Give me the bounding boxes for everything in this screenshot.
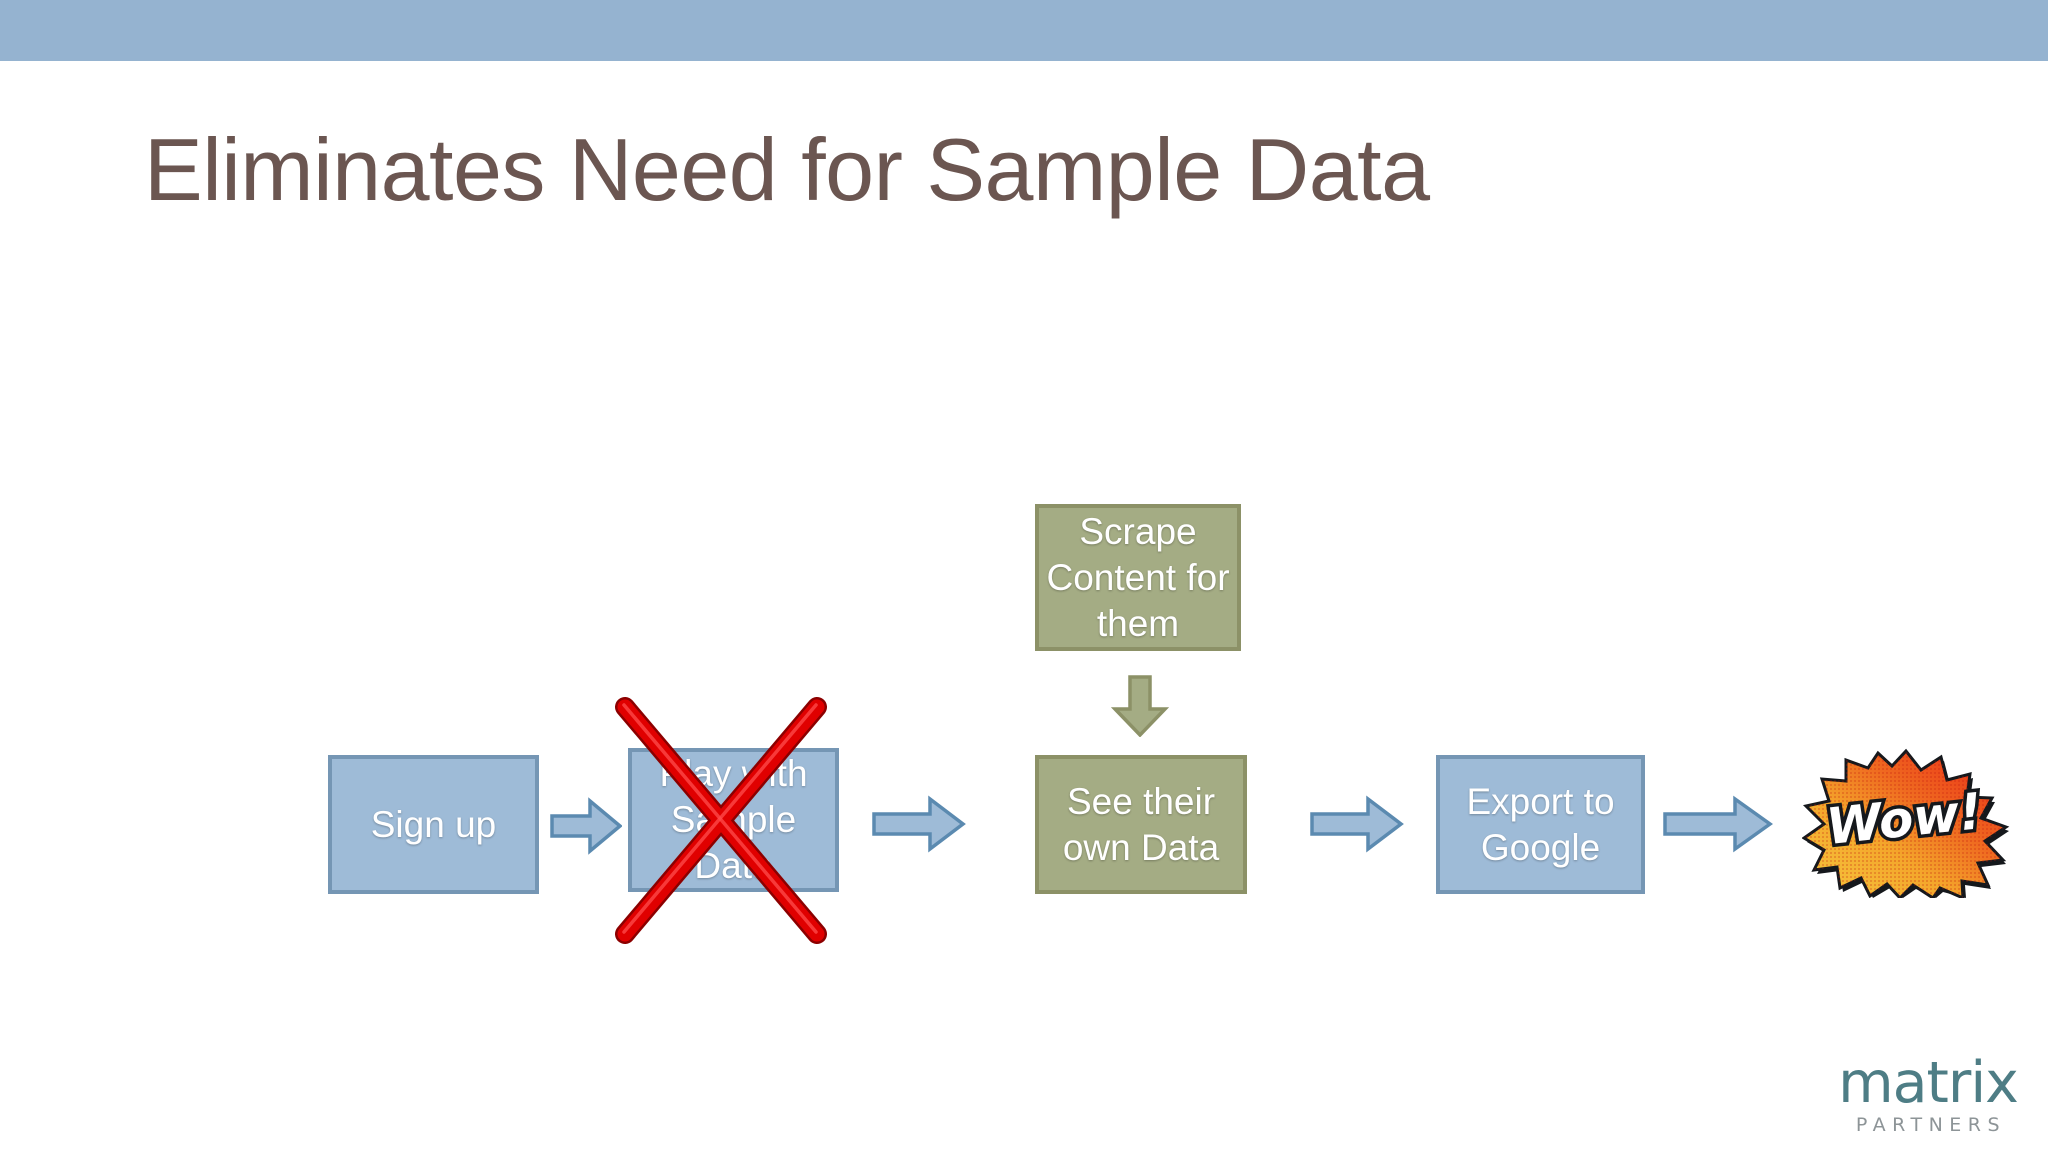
flow-node-label: Export to Google: [1466, 780, 1615, 868]
top-banner: [0, 0, 2048, 61]
flow-node-label: Scrape Content for them: [1046, 510, 1230, 644]
flow-node-label: Play with Sample Data: [659, 753, 808, 886]
page-title: Eliminates Need for Sample Data: [144, 120, 1430, 219]
arrow-right-icon-sign-up-to-play-sample: [550, 797, 622, 855]
wow-starburst-icon: Wow!: [1802, 748, 2010, 898]
flow-node-scrape-content-for-them[interactable]: Scrape Content for them: [1035, 504, 1241, 651]
flow-node-see-their-own-data[interactable]: See their own Data: [1035, 755, 1247, 894]
logo-wordmark: matrix: [1838, 1050, 2019, 1116]
arrow-right-icon-export-google-to-wow: [1663, 795, 1773, 853]
flow-node-label: Sign up: [370, 803, 497, 845]
flow-node-label: See their own Data: [1062, 780, 1220, 868]
arrow-down-icon-scrape-to-see-own-data: [1111, 675, 1169, 737]
flow-node-sign-up[interactable]: Sign up: [328, 755, 539, 894]
arrow-right-icon-see-own-data-to-export-google: [1310, 795, 1404, 853]
flow-node-export-to-google[interactable]: Export to Google: [1436, 755, 1645, 894]
flow-node-play-with-sample-data[interactable]: Play with Sample Data: [628, 748, 839, 892]
arrow-right-icon-play-sample-to-see-own-data: [872, 795, 966, 853]
matrix-partners-logo: matrix PARTNERS: [1828, 1050, 2028, 1136]
logo-tagline: PARTNERS: [1855, 1114, 2007, 1136]
